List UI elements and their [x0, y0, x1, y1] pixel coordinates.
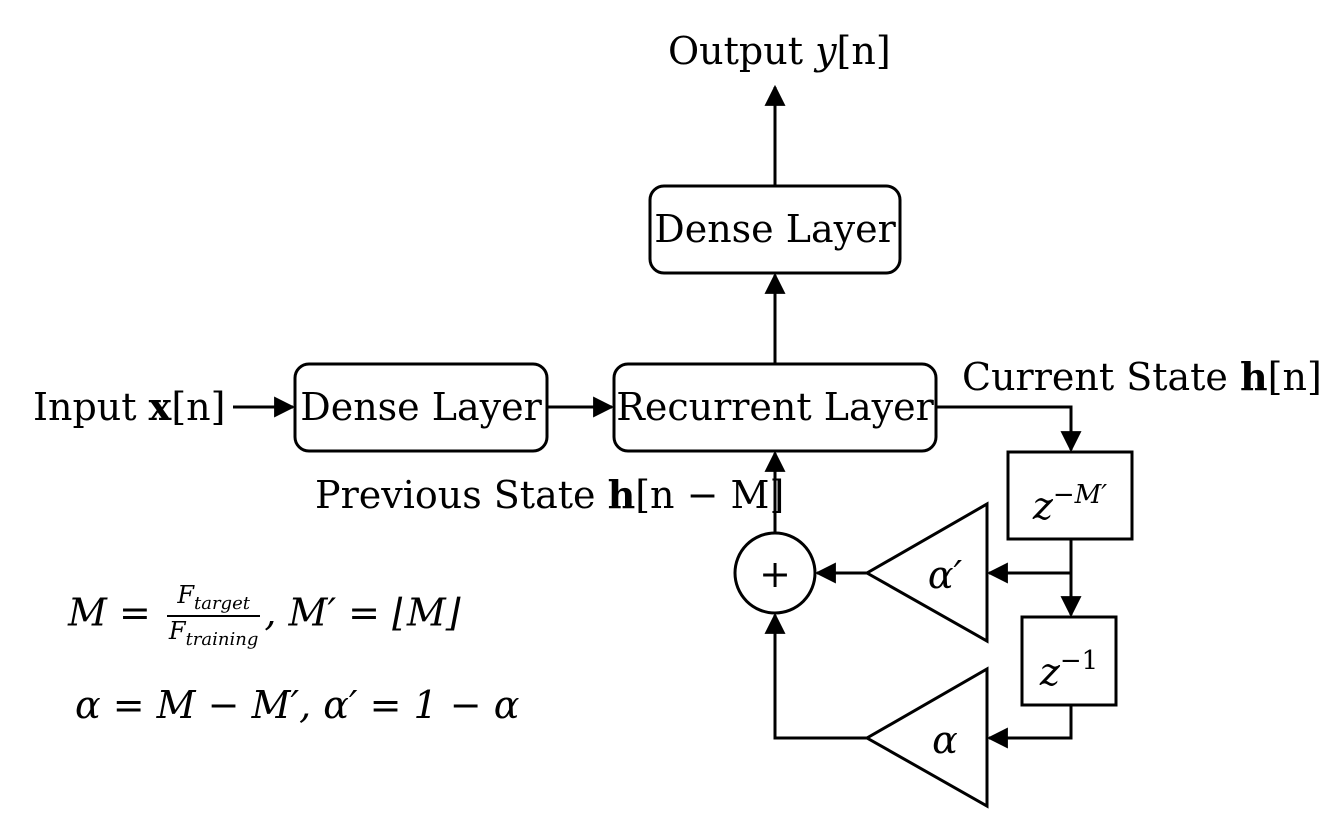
previous-state-index: [n − M] [635, 473, 785, 517]
equation-alpha: α = M − M′, α′ = 1 − α [75, 683, 520, 727]
equation-m-rhs: , M′ = ⌊M⌋ [264, 590, 461, 635]
delay-one-exponent: −1 [1059, 646, 1099, 676]
current-state-wire [936, 405, 1082, 453]
input-label: Input x[n] [33, 385, 226, 429]
current-state-label: Current State h[n] [962, 355, 1322, 399]
alpha-to-sum-wire [764, 612, 867, 740]
equation-m-lhs: M = [68, 590, 151, 635]
input-label-var: x [148, 384, 172, 429]
output-label: Output y[n] [668, 32, 891, 70]
dense-layer-input-label: Dense Layer [300, 385, 542, 429]
input-label-prefix: Input [33, 385, 137, 429]
delay-one-label: z−1 [1022, 648, 1116, 691]
output-label-prefix: Output [668, 29, 803, 73]
current-state-var: h [1240, 354, 1268, 399]
delay-one-base: z [1039, 650, 1060, 694]
gain-alpha-prime-label: α′ [927, 553, 963, 597]
recurrent-layer-label: Recurrent Layer [616, 385, 934, 429]
delay-m-prime-label: z−M′ [1008, 482, 1132, 525]
output-label-index: [n] [836, 29, 891, 73]
previous-state-label: Previous State h[n − M] [315, 473, 785, 517]
input-label-index: [n] [171, 385, 226, 429]
gain-alpha-label: α [932, 718, 958, 762]
equation-m: M = Ftarget Ftraining , M′ = ⌊M⌋ [68, 583, 461, 649]
sum-plus-symbol: + [759, 552, 791, 596]
dense-layer-output-label: Dense Layer [654, 207, 896, 251]
delay-m-exponent: −M′ [1052, 480, 1108, 510]
equation-m-denominator: Ftraining [168, 616, 259, 650]
delay-one-to-alpha-wire [986, 705, 1073, 749]
current-state-prefix: Current State [962, 355, 1228, 399]
equation-m-fraction: Ftarget Ftraining [166, 583, 261, 650]
previous-state-prefix: Previous State [315, 473, 596, 517]
equation-m-numerator: Ftarget [166, 583, 261, 617]
delay-m-base: z [1032, 484, 1053, 528]
previous-state-var: h [607, 472, 636, 517]
current-state-index: [n] [1267, 355, 1322, 399]
output-label-var: y [815, 29, 837, 73]
